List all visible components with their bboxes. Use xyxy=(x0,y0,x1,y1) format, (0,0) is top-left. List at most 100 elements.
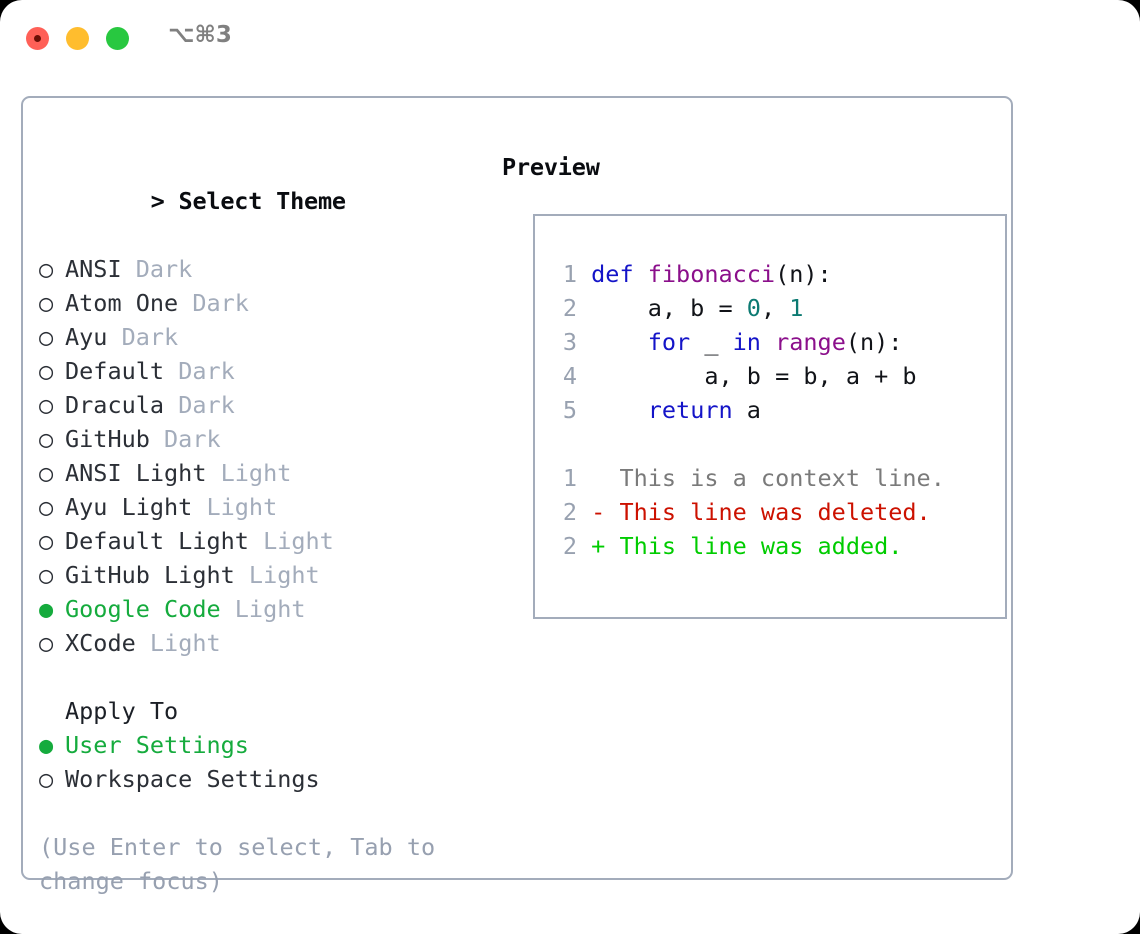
code-token xyxy=(577,396,648,424)
code-token: range xyxy=(775,328,846,356)
theme-kind-badge: Dark xyxy=(164,391,235,419)
code-token: a, b = xyxy=(577,294,747,322)
code-line: 2 a, b = 0, 1 xyxy=(551,291,945,325)
line-number: 1 xyxy=(562,464,577,492)
diff-line-text: - This line was deleted. xyxy=(577,498,931,526)
radio-unselected-icon[interactable]: ○ xyxy=(39,255,68,283)
prompt-caret-icon: > xyxy=(150,187,179,215)
code-token: return xyxy=(647,396,733,424)
code-line: 1 def fibonacci(n): xyxy=(551,257,945,291)
theme-list-item[interactable]: ○ Default Light Light xyxy=(39,524,479,558)
radio-unselected-icon[interactable]: ○ xyxy=(39,425,68,453)
theme-picker-column: > Select Theme ○ ANSI Dark○ Atom One Dar… xyxy=(39,150,479,898)
theme-kind-badge: Light xyxy=(192,493,278,521)
line-number: 1 xyxy=(562,260,577,288)
section-spacer xyxy=(39,660,479,694)
apply-to-option[interactable]: ○ Workspace Settings xyxy=(39,762,479,796)
code-token: a, b = b, a + b xyxy=(577,362,917,390)
radio-selected-icon[interactable]: ● xyxy=(39,595,68,623)
theme-name-label: ANSI xyxy=(65,255,122,283)
radio-selected-icon[interactable]: ● xyxy=(39,731,68,759)
theme-name-label: GitHub Light xyxy=(65,561,235,589)
preview-title: Preview xyxy=(502,153,600,181)
theme-name-label: Default xyxy=(65,357,165,385)
line-number: 2 xyxy=(562,532,577,560)
preview-column: Preview 1 def fibonacci(n):2 a, b = 0, 1… xyxy=(502,150,1007,619)
radio-unselected-icon[interactable]: ○ xyxy=(39,527,68,555)
apply-to-label: Workspace Settings xyxy=(65,765,320,793)
code-line: 4 a, b = b, a + b xyxy=(551,359,945,393)
theme-name-label: Dracula xyxy=(65,391,165,419)
code-token: 1 xyxy=(789,294,804,322)
code-blank-line xyxy=(551,427,945,461)
diff-line: 2 + This line was added. xyxy=(551,529,945,563)
line-number: 5 xyxy=(562,396,577,424)
keyboard-hint-text: (Use Enter to select, Tab to change focu… xyxy=(39,833,436,895)
theme-name-label: ANSI Light xyxy=(65,459,207,487)
minimize-button[interactable] xyxy=(66,27,89,50)
theme-name-label: Google Code xyxy=(65,595,221,623)
line-number: 3 xyxy=(562,328,577,356)
theme-list-item[interactable]: ○ GitHub Dark xyxy=(39,422,479,456)
radio-unselected-icon[interactable]: ○ xyxy=(39,561,68,589)
radio-unselected-icon[interactable]: ○ xyxy=(39,629,68,657)
theme-name-label: Ayu xyxy=(65,323,108,351)
page-title: Select Theme xyxy=(178,187,347,215)
apply-to-title: Apply To xyxy=(65,697,179,725)
code-token: in xyxy=(732,328,761,356)
theme-name-label: Atom One xyxy=(65,289,179,317)
code-token: _ xyxy=(690,328,733,356)
code-token: 0 xyxy=(746,294,761,322)
diff-line-text: + This line was added. xyxy=(577,532,903,560)
line-number: 2 xyxy=(562,498,577,526)
keyboard-shortcut-label: ⌥⌘3 xyxy=(168,22,232,48)
theme-list-item[interactable]: ○ Default Dark xyxy=(39,354,479,388)
theme-list-item[interactable]: ○ Ayu Light Light xyxy=(39,490,479,524)
apply-to-label: User Settings xyxy=(65,731,249,759)
close-button[interactable] xyxy=(26,27,49,50)
traffic-light-buttons xyxy=(26,27,129,50)
apply-to-option[interactable]: ● User Settings xyxy=(39,728,479,762)
diff-line-text: This is a context line. xyxy=(577,464,945,492)
radio-unselected-icon[interactable]: ○ xyxy=(39,391,68,419)
apply-to-list[interactable]: ● User Settings○ Workspace Settings xyxy=(39,728,479,796)
maximize-button[interactable] xyxy=(106,27,129,50)
code-token: fibonacci xyxy=(647,260,776,288)
theme-name-label: Default Light xyxy=(65,527,249,555)
theme-name-label: Ayu Light xyxy=(65,493,193,521)
theme-kind-badge: Light xyxy=(220,595,306,623)
line-number: 2 xyxy=(562,294,577,322)
code-token xyxy=(577,328,648,356)
radio-unselected-icon[interactable]: ○ xyxy=(39,459,68,487)
theme-list-item[interactable]: ○ GitHub Light Light xyxy=(39,558,479,592)
theme-kind-badge: Dark xyxy=(121,255,193,283)
theme-picker-header: > Select Theme xyxy=(39,150,479,252)
code-token: for xyxy=(647,328,691,356)
title-bar: ⌥⌘3 xyxy=(0,0,1140,78)
radio-unselected-icon[interactable]: ○ xyxy=(39,765,68,793)
theme-list-item[interactable]: ○ Ayu Dark xyxy=(39,320,479,354)
theme-list-item[interactable]: ● Google Code Light xyxy=(39,592,479,626)
theme-list-item[interactable]: ○ ANSI Dark xyxy=(39,252,479,286)
theme-list-item[interactable]: ○ Atom One Dark xyxy=(39,286,479,320)
theme-kind-badge: Light xyxy=(135,629,221,657)
code-token xyxy=(761,328,775,356)
radio-unselected-icon[interactable]: ○ xyxy=(39,289,68,317)
theme-kind-badge: Light xyxy=(248,527,334,555)
code-token: (n): xyxy=(845,328,903,356)
theme-kind-badge: Light xyxy=(206,459,292,487)
radio-unselected-icon[interactable]: ○ xyxy=(39,493,68,521)
theme-list-item[interactable]: ○ XCode Light xyxy=(39,626,479,660)
code-token: a xyxy=(732,396,761,424)
radio-unselected-icon[interactable]: ○ xyxy=(39,323,68,351)
theme-list[interactable]: ○ ANSI Dark○ Atom One Dark○ Ayu Dark○ De… xyxy=(39,252,479,660)
theme-name-label: GitHub xyxy=(65,425,150,453)
code-token: , xyxy=(760,294,790,322)
theme-list-item[interactable]: ○ Dracula Dark xyxy=(39,388,479,422)
theme-list-item[interactable]: ○ ANSI Light Light xyxy=(39,456,479,490)
radio-unselected-icon[interactable]: ○ xyxy=(39,357,68,385)
diff-line: 1 This is a context line. xyxy=(551,461,945,495)
